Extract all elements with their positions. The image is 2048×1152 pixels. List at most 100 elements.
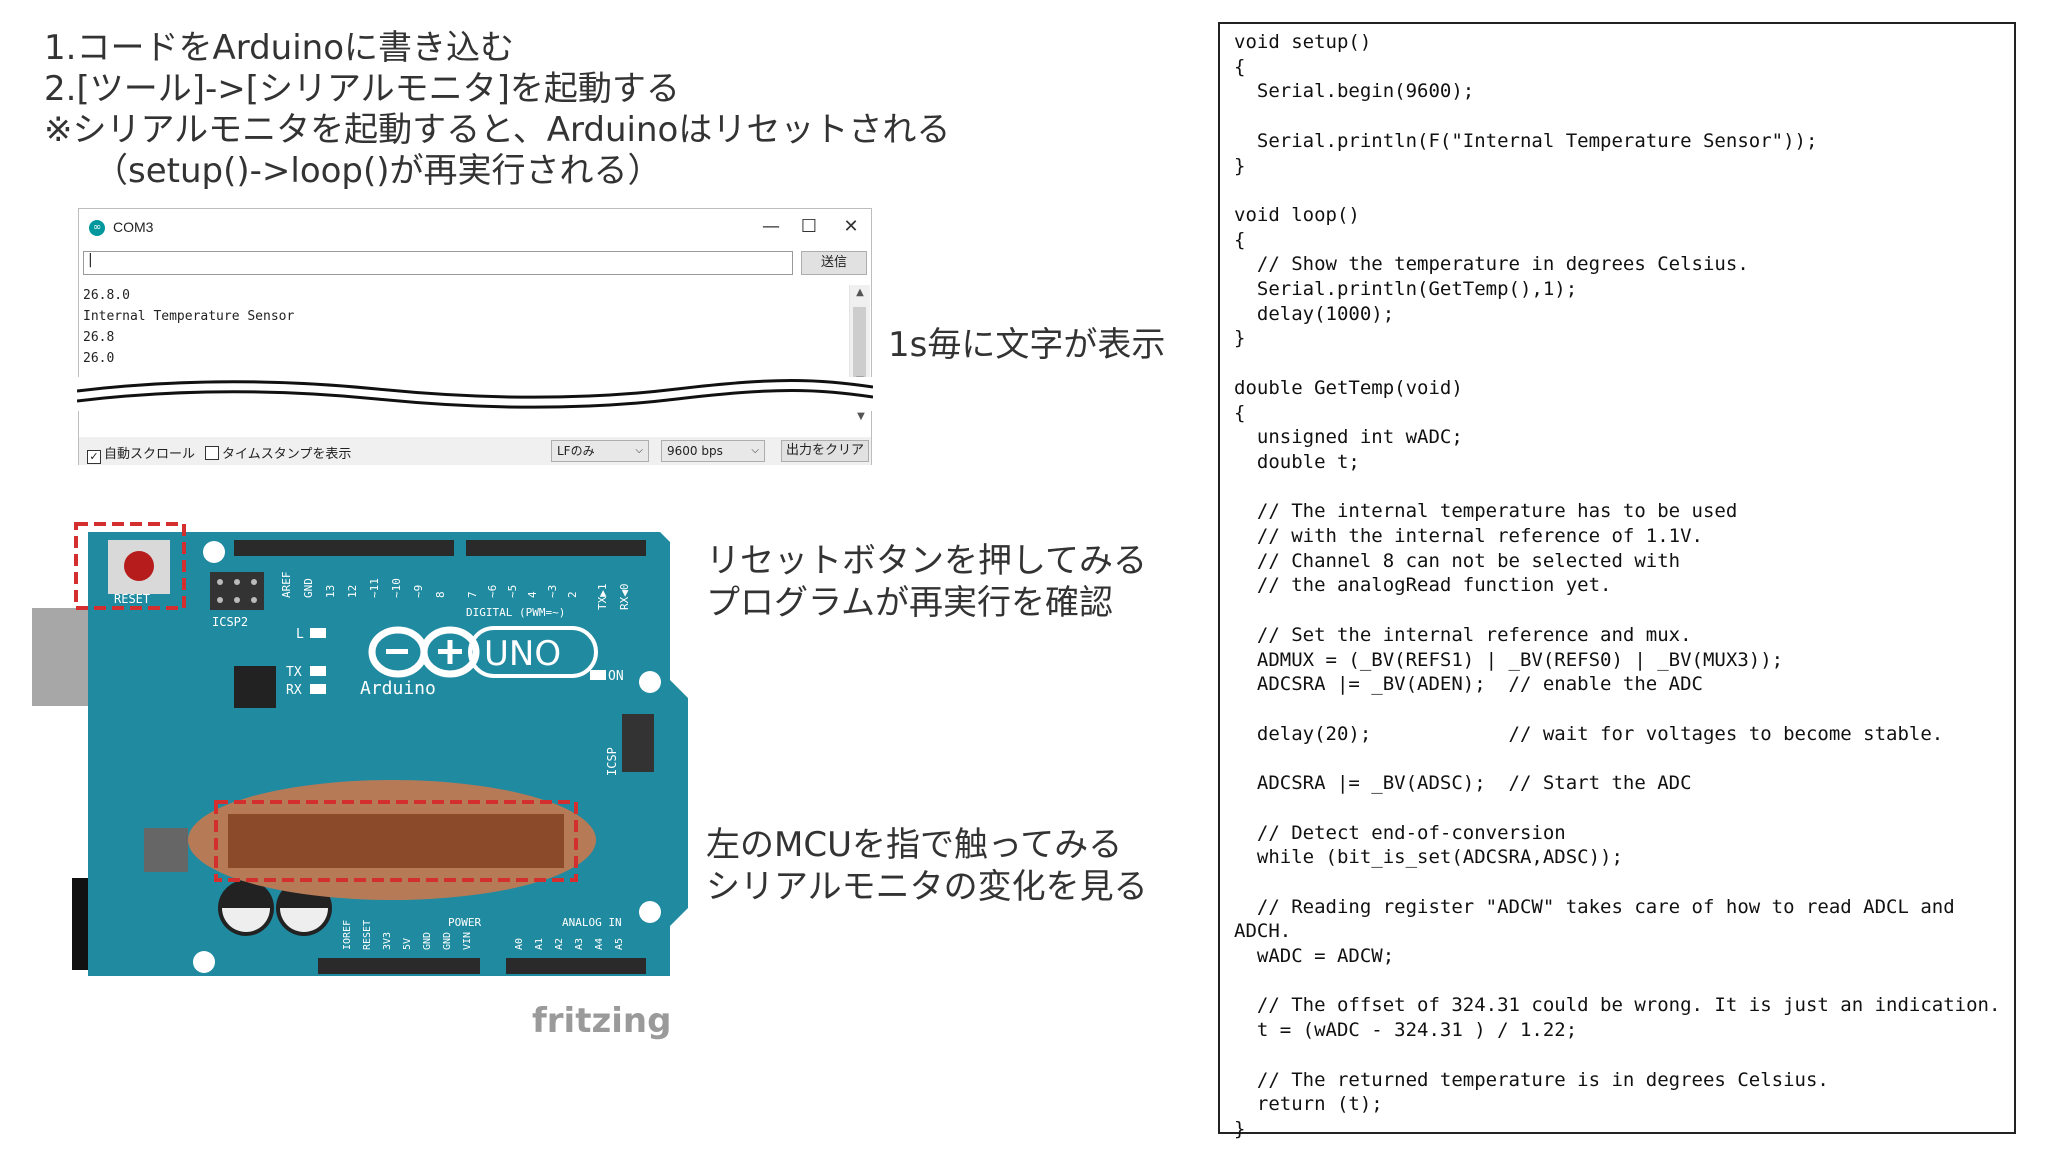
pin-label: AREF	[280, 572, 293, 599]
pin-label: A0	[514, 938, 525, 950]
serial-monitor-window: ∞ COM3 — ☐ ✕ | 送信 26.8.0 Internal Temper…	[77, 208, 873, 465]
power-header	[318, 958, 480, 974]
pin-label: ~9	[412, 585, 425, 598]
minimize-button[interactable]: —	[762, 216, 780, 237]
close-button[interactable]: ✕	[843, 216, 859, 237]
code-panel: void setup() { Serial.begin(9600); Seria…	[1218, 22, 2016, 1140]
pin-label: GND	[302, 578, 315, 598]
chevron-down-icon: ⌵	[635, 445, 643, 456]
serial-output: 26.8.0 Internal Temperature Sensor 26.8 …	[81, 285, 851, 389]
scrollbar-thumb[interactable]	[853, 307, 866, 377]
pin-label: ~11	[368, 578, 381, 598]
pin-label: A2	[554, 938, 565, 950]
output-line: Internal Temperature Sensor	[83, 309, 295, 324]
digital-header	[234, 540, 646, 556]
pin-label: TX▶1	[596, 584, 609, 611]
output-lower-area: ▼	[81, 405, 869, 431]
icsp-label: ICSP	[605, 747, 619, 776]
icsp2-header	[210, 572, 264, 610]
instruction-note-detail: （setup()->loop()が再実行される）	[94, 151, 662, 191]
timestamp-checkbox[interactable]: タイムスタンプを表示	[205, 443, 351, 462]
pin-label: GND	[422, 932, 433, 950]
on-led	[590, 670, 606, 680]
digital-pin-labels: AREF GND 13 12 ~11 ~10 ~9 8 7 ~6 ~5 4 ~3…	[280, 572, 631, 611]
line-ending-value: LFのみ	[557, 444, 595, 458]
pin-label: ~3	[546, 585, 559, 598]
note-mcu-line-2: シリアルモニタの変化を見る	[706, 867, 1148, 907]
autoscroll-checkbox[interactable]: ✓自動スクロール	[87, 443, 195, 464]
note-reset-line-2: プログラムが再実行を確認	[706, 583, 1113, 623]
baud-rate-select[interactable]: 9600 bps ⌵	[661, 440, 765, 462]
on-led-label: ON	[608, 669, 624, 684]
instruction-step-1: 1.コードをArduinoに書き込む	[44, 28, 515, 68]
pin-label: RX◀0	[618, 584, 631, 611]
rx-led-label: RX	[286, 683, 302, 698]
rx-led	[310, 684, 326, 694]
instructions: 1.コードをArduinoに書き込む 2.[ツール]->[シリアルモニタ]を起動…	[44, 28, 950, 192]
mcu-chip[interactable]	[228, 814, 564, 868]
window-title: COM3	[113, 219, 154, 235]
arduino-board: RESET ICSP2 AREF GND 13 12 ~11 ~10 ~9 8 …	[32, 522, 688, 1041]
pin-label: A3	[574, 938, 585, 950]
status-bar: ✓自動スクロール タイムスタンプを表示 LFのみ ⌵ 9600 bps ⌵ 出力…	[79, 437, 871, 465]
output-scrollbar[interactable]: ▲ ▼	[849, 285, 870, 389]
pin-label: ~5	[506, 585, 519, 598]
send-input[interactable]: |	[83, 251, 793, 275]
pin-label: A5	[614, 938, 625, 950]
pin-label: IOREF	[342, 920, 353, 950]
title-bar[interactable]: ∞ COM3 — ☐ ✕	[79, 209, 871, 245]
analog-pin-labels: A0 A1 A2 A3 A4 A5	[514, 938, 625, 950]
reset-highlight-box	[74, 522, 186, 610]
usb-chip	[234, 666, 276, 708]
analog-label: ANALOG IN	[562, 916, 622, 929]
note-per-second: 1s毎に文字が表示	[888, 325, 1166, 365]
checkbox-checked-icon: ✓	[87, 450, 101, 464]
tx-led	[310, 666, 326, 676]
note-reset: リセットボタンを押してみる プログラムが再実行を確認	[706, 540, 1147, 624]
power-pin-labels: IOREF RESET 3V3 5V GND GND VIN	[342, 920, 473, 950]
pin-label: A4	[594, 938, 605, 950]
code-text: void setup() { Serial.begin(9600); Seria…	[1234, 31, 2001, 1140]
line-ending-select[interactable]: LFのみ ⌵	[551, 440, 649, 462]
pin-label: 7	[466, 591, 479, 598]
pin-label: ~10	[390, 578, 403, 598]
uno-label: UNO	[484, 634, 561, 674]
note-reset-line-1: リセットボタンを押してみる	[706, 541, 1147, 581]
power-label: POWER	[448, 916, 481, 929]
chevron-down-icon: ⌵	[751, 445, 759, 456]
fritzing-label: fritzing	[532, 1001, 671, 1041]
break-wave-icon	[77, 377, 873, 411]
reset-button-cap-icon	[124, 551, 154, 581]
instruction-note: ※シリアルモニタを起動すると、Arduinoはリセットされる	[44, 110, 951, 150]
pin-label: RESET	[362, 920, 373, 950]
icsp2-label: ICSP2	[212, 615, 248, 629]
output-line: 26.8	[83, 330, 115, 345]
timestamp-label: タイムスタンプを表示	[222, 447, 352, 462]
l-led-label: L	[296, 627, 304, 642]
note-mcu: 左のMCUを指で触ってみる シリアルモニタの変化を見る	[706, 824, 1148, 908]
scroll-up-icon[interactable]: ▲	[856, 287, 864, 298]
arduino-label: Arduino	[360, 678, 436, 699]
send-button[interactable]: 送信	[801, 251, 867, 275]
baud-rate-value: 9600 bps	[667, 444, 723, 458]
pin-label: 2	[566, 591, 579, 598]
pin-label: 8	[434, 591, 447, 598]
digital-label: DIGITAL (PWM=~)	[466, 606, 565, 619]
pin-label: ~6	[486, 585, 499, 598]
arduino-logo-icon	[368, 626, 480, 678]
mcu-highlight-box	[214, 800, 578, 882]
note-mcu-line-1: 左のMCUを指で触ってみる	[706, 825, 1123, 865]
analog-header	[506, 958, 646, 974]
maximize-button[interactable]: ☐	[800, 216, 818, 237]
clear-output-button[interactable]: 出力をクリア	[781, 440, 869, 462]
pin-label: 12	[346, 585, 359, 598]
scroll-down-icon[interactable]: ▼	[857, 411, 865, 422]
output-line: 26.8.0	[83, 288, 130, 303]
pin-label: VIN	[462, 932, 473, 950]
autoscroll-label: 自動スクロール	[104, 447, 196, 462]
output-line: 26.0	[83, 351, 115, 366]
arduino-app-icon: ∞	[89, 220, 105, 236]
pin-label: GND	[442, 932, 453, 950]
pin-label: A1	[534, 938, 545, 950]
uno-badge	[468, 626, 598, 678]
